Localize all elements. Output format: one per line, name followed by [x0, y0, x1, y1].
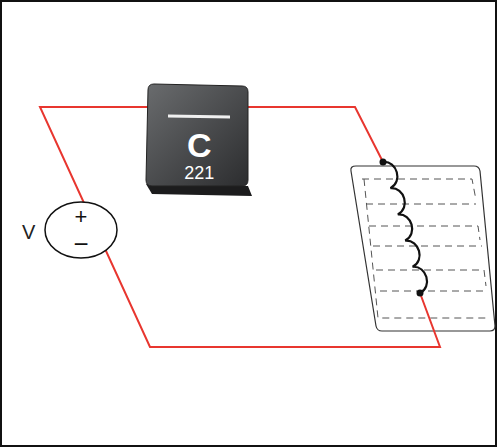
voltage-source: +−	[44, 201, 118, 259]
chip-marking: C	[187, 128, 212, 162]
minus-sign: −	[73, 231, 88, 257]
coil-symbol	[383, 162, 427, 293]
plus-sign: +	[75, 206, 88, 228]
chip-bar	[168, 116, 230, 117]
source-circle	[45, 202, 117, 258]
chip-code: 221	[184, 164, 214, 182]
chip-top	[146, 84, 248, 186]
voltage-label: V	[22, 222, 35, 242]
junction-dot	[380, 159, 387, 166]
plate	[351, 166, 495, 331]
inductor-chip: C 221	[138, 82, 256, 196]
junction-dot	[417, 290, 424, 297]
